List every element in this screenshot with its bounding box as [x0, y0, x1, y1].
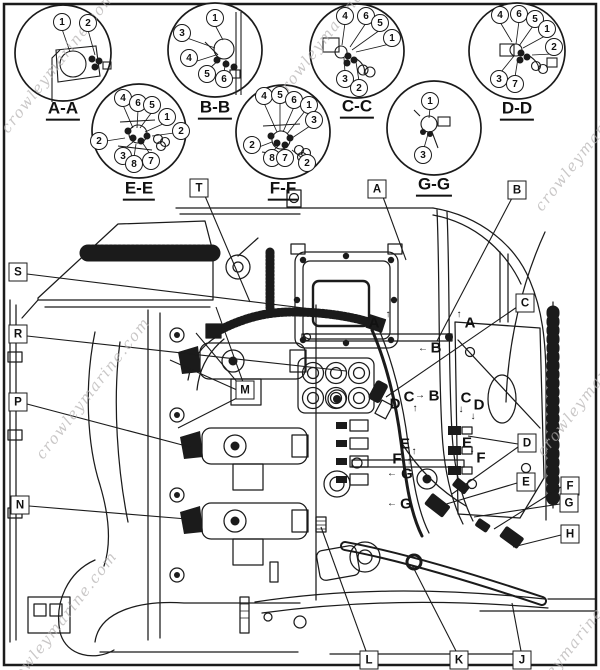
callout-number: 2 — [545, 38, 563, 56]
cut-marker-f: F — [392, 450, 402, 468]
callout-number: 1 — [383, 29, 401, 47]
part-ref-box-h: H — [560, 524, 580, 544]
callout-number: 2 — [172, 122, 190, 140]
callout-number: 8 — [125, 155, 143, 173]
section-label-cc: C-C — [339, 97, 375, 119]
cut-arrow-up: ↑ — [406, 456, 412, 467]
section-label-dd: D-D — [499, 99, 535, 121]
callout-number: 6 — [215, 70, 233, 88]
part-ref-box-k: K — [449, 650, 469, 670]
cut-arrow-up: ↑ — [412, 403, 418, 414]
leader-lines — [26, 195, 562, 652]
part-ref-box-l: L — [359, 650, 379, 670]
cut-arrow-up: ↑ — [385, 309, 391, 320]
callout-number: 5 — [143, 96, 161, 114]
callout-number: 4 — [180, 49, 198, 67]
callout-number: 3 — [173, 24, 191, 42]
cut-marker-b: B — [428, 387, 440, 405]
cut-marker-f: F — [476, 449, 486, 467]
callout-number: 5 — [371, 14, 389, 32]
section-label-ff: F-F — [267, 179, 299, 201]
part-ref-box-f: F — [560, 476, 580, 496]
cut-marker-d: D — [473, 396, 485, 414]
part-ref-box-s: S — [8, 262, 28, 282]
callout-number: 5 — [198, 65, 216, 83]
callout-number: 2 — [243, 136, 261, 154]
cut-arrow-left: ← — [387, 468, 397, 479]
callout-number: 7 — [506, 75, 524, 93]
callout-number: 2 — [298, 154, 316, 172]
part-ref-box-p: P — [8, 392, 28, 412]
cut-arrow-right: → — [415, 390, 425, 401]
callout-number: 1 — [206, 9, 224, 27]
part-ref-box-j: J — [512, 650, 532, 670]
cut-arrow-down: ↓ — [470, 411, 476, 422]
cut-arrow-down: ↓ — [469, 444, 475, 455]
cut-arrow-down: ↓ — [458, 404, 464, 415]
cut-marker-g: G — [400, 495, 412, 513]
part-ref-box-c: C — [515, 293, 535, 313]
callout-number: 3 — [336, 70, 354, 88]
cut-marker-e: E — [399, 435, 411, 453]
part-ref-box-n: N — [10, 495, 30, 515]
callout-number: 1 — [53, 13, 71, 31]
section-label-bb: B-B — [197, 98, 233, 120]
cut-marker-a: A — [368, 314, 380, 332]
callout-number: 1 — [421, 92, 439, 110]
cut-marker-c: C — [460, 389, 472, 407]
callout-number: 2 — [90, 132, 108, 150]
callout-number: 3 — [414, 146, 432, 164]
callout-number: 7 — [142, 152, 160, 170]
callout-number: 2 — [350, 79, 368, 97]
callout-number: 2 — [79, 14, 97, 32]
callout-number: 1 — [538, 20, 556, 38]
part-ref-box-e: E — [516, 472, 536, 492]
callout-number: 3 — [490, 70, 508, 88]
callout-number: 3 — [305, 111, 323, 129]
section-label-gg: G-G — [415, 175, 453, 197]
part-ref-box-a: A — [367, 179, 387, 199]
cut-arrow-down: ↓ — [457, 446, 463, 457]
section-label-aa: A-A — [45, 99, 81, 121]
section-label-ee: E-E — [122, 179, 156, 201]
cut-marker-c: C — [403, 388, 415, 406]
part-ref-box-m: M — [235, 380, 255, 400]
part-ref-box-g: G — [559, 493, 579, 513]
callout-number: 7 — [276, 149, 294, 167]
callout-number: 4 — [491, 6, 509, 24]
cut-marker-e: E — [461, 434, 473, 452]
cut-arrow-up: ↑ — [456, 309, 462, 320]
part-ref-box-r: R — [8, 324, 28, 344]
callout-number: 1 — [158, 108, 176, 126]
cut-arrow-left: ← — [418, 343, 428, 354]
part-ref-box-b: B — [507, 180, 527, 200]
part-ref-box-d: D — [517, 433, 537, 453]
cut-marker-d: D — [389, 395, 401, 413]
cut-marker-g: G — [401, 465, 413, 483]
cut-marker-a: A — [464, 314, 476, 332]
part-ref-box-t: T — [189, 178, 209, 198]
cut-marker-b: B — [430, 339, 442, 357]
cut-arrow-left: ← — [387, 498, 397, 509]
cut-arrow-up: ↑ — [411, 446, 417, 457]
callout-number: 4 — [336, 7, 354, 25]
